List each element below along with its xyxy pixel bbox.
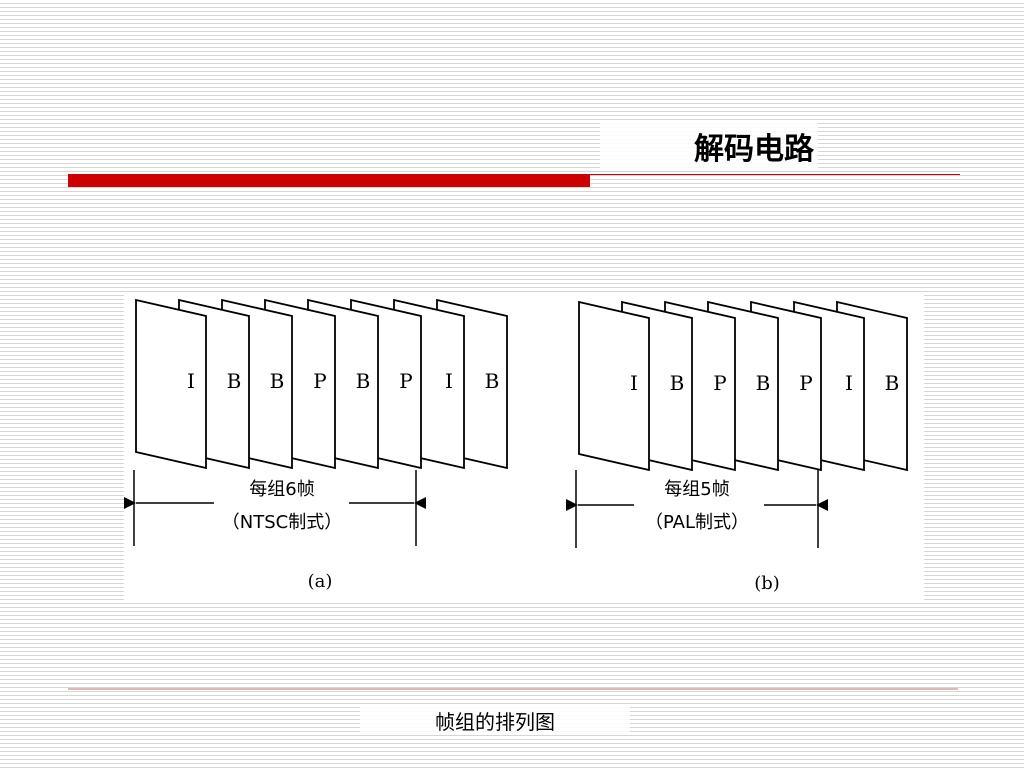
frame-group-diagram: I B B P B P I B 每组6帧 （NTSC制式） (a) I B P B P I B 每组5帧 … bbox=[124, 298, 908, 594]
sublabel-b: (b) bbox=[754, 573, 780, 594]
frame-type-label: P bbox=[713, 371, 726, 395]
accent-rule bbox=[590, 174, 960, 175]
standard-label-a: （NTSC制式） bbox=[222, 512, 342, 533]
frame-type-label: I bbox=[187, 369, 195, 393]
frame-type-label: B bbox=[270, 369, 285, 393]
frame-type-label: I bbox=[445, 369, 453, 393]
slide-title: 解码电路 bbox=[600, 122, 818, 170]
accent-bar bbox=[68, 174, 590, 187]
standard-label-b: （PAL制式） bbox=[645, 512, 749, 533]
footer-rule bbox=[68, 688, 958, 690]
group-count-label-b: 每组5帧 bbox=[664, 479, 729, 500]
frame-type-label: P bbox=[799, 371, 812, 395]
diagram-b: I B P B P I B 每组5帧 （PAL制式） (b) bbox=[566, 300, 908, 594]
frame-type-label: B bbox=[485, 369, 500, 393]
group-count-label-a: 每组6帧 bbox=[249, 479, 314, 500]
frame-type-label: P bbox=[399, 369, 412, 393]
frame-a-0 bbox=[135, 298, 207, 470]
frame-b-0 bbox=[578, 300, 650, 472]
frame-type-label: I bbox=[845, 371, 853, 395]
frame-type-label: B bbox=[885, 371, 900, 395]
frame-type-label: B bbox=[227, 369, 242, 393]
frame-type-label: P bbox=[313, 369, 326, 393]
frame-type-label: B bbox=[356, 369, 371, 393]
sublabel-a: (a) bbox=[308, 571, 333, 592]
frame-type-label: B bbox=[670, 371, 685, 395]
frame-type-label: B bbox=[756, 371, 771, 395]
frame-type-label: I bbox=[630, 371, 638, 395]
frame-group-figure: I B B P B P I B 每组6帧 （NTSC制式） (a) I B P B P I B 每组5帧 … bbox=[124, 292, 924, 600]
figure-caption: 帧组的排列图 bbox=[360, 706, 630, 735]
diagram-a: I B B P B P I B 每组6帧 （NTSC制式） (a) bbox=[124, 298, 508, 592]
